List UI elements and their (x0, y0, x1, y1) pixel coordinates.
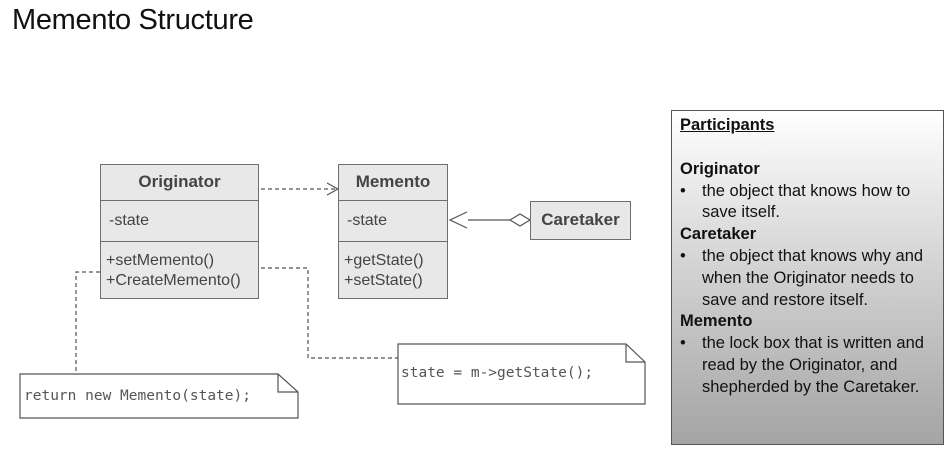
originator-op-set-memento: +setMemento() (106, 252, 215, 269)
note-create-memento-text: return new Memento(state); (24, 388, 251, 404)
memento-attributes: -state (339, 201, 447, 242)
originator-attribute-state: -state (109, 212, 150, 229)
note-set-memento (397, 343, 646, 405)
memento-operations: +getState() +setState() (339, 242, 447, 291)
participant-memento-desc: the lock box that is written and read by… (702, 334, 924, 396)
note-create-memento (19, 373, 299, 419)
participant-caretaker-desc: the object that knows why and when the O… (702, 246, 924, 309)
memento-class: Memento -state +getState() +setState() (338, 164, 448, 299)
memento-class-name: Memento (339, 165, 447, 201)
originator-attributes: -state (101, 201, 258, 242)
participant-originator-desc: the object that knows how to save itself… (702, 181, 911, 222)
bullet-icon: • (680, 246, 686, 265)
page-title: Memento Structure (12, 4, 254, 36)
participant-originator-name: Originator (680, 159, 760, 178)
participant-memento-name: Memento (680, 312, 753, 331)
caretaker-class: Caretaker (530, 201, 631, 240)
note-connector-left (75, 271, 100, 374)
aggregation-arrow (448, 211, 532, 229)
caretaker-class-name: Caretaker (541, 210, 620, 229)
bullet-icon: • (680, 181, 686, 200)
participants-panel: Participants Originator • the object tha… (671, 110, 944, 445)
bullet-icon: • (680, 334, 686, 353)
participant-caretaker-name: Caretaker (680, 225, 757, 244)
originator-class-name: Originator (101, 165, 258, 201)
participant-memento-bullet: • the lock box that is written and read … (680, 333, 943, 398)
memento-op-get-state: +getState() (344, 252, 424, 269)
participant-caretaker-bullet: • the object that knows why and when the… (680, 246, 943, 311)
note-set-memento-text: state = m->getState(); (401, 365, 594, 381)
participant-originator-bullet: • the object that knows how to save itse… (680, 181, 943, 225)
memento-op-set-state: +setState() (344, 272, 423, 289)
participants-heading: Participants (680, 116, 775, 134)
note-connector-right (261, 267, 398, 359)
originator-operations: +setMemento() +CreateMemento() (101, 242, 258, 291)
dependency-arrow (261, 182, 340, 196)
originator-class: Originator -state +setMemento() +CreateM… (100, 164, 259, 299)
memento-attribute-state: -state (347, 212, 388, 229)
originator-op-create-memento: +CreateMemento() (106, 272, 241, 289)
